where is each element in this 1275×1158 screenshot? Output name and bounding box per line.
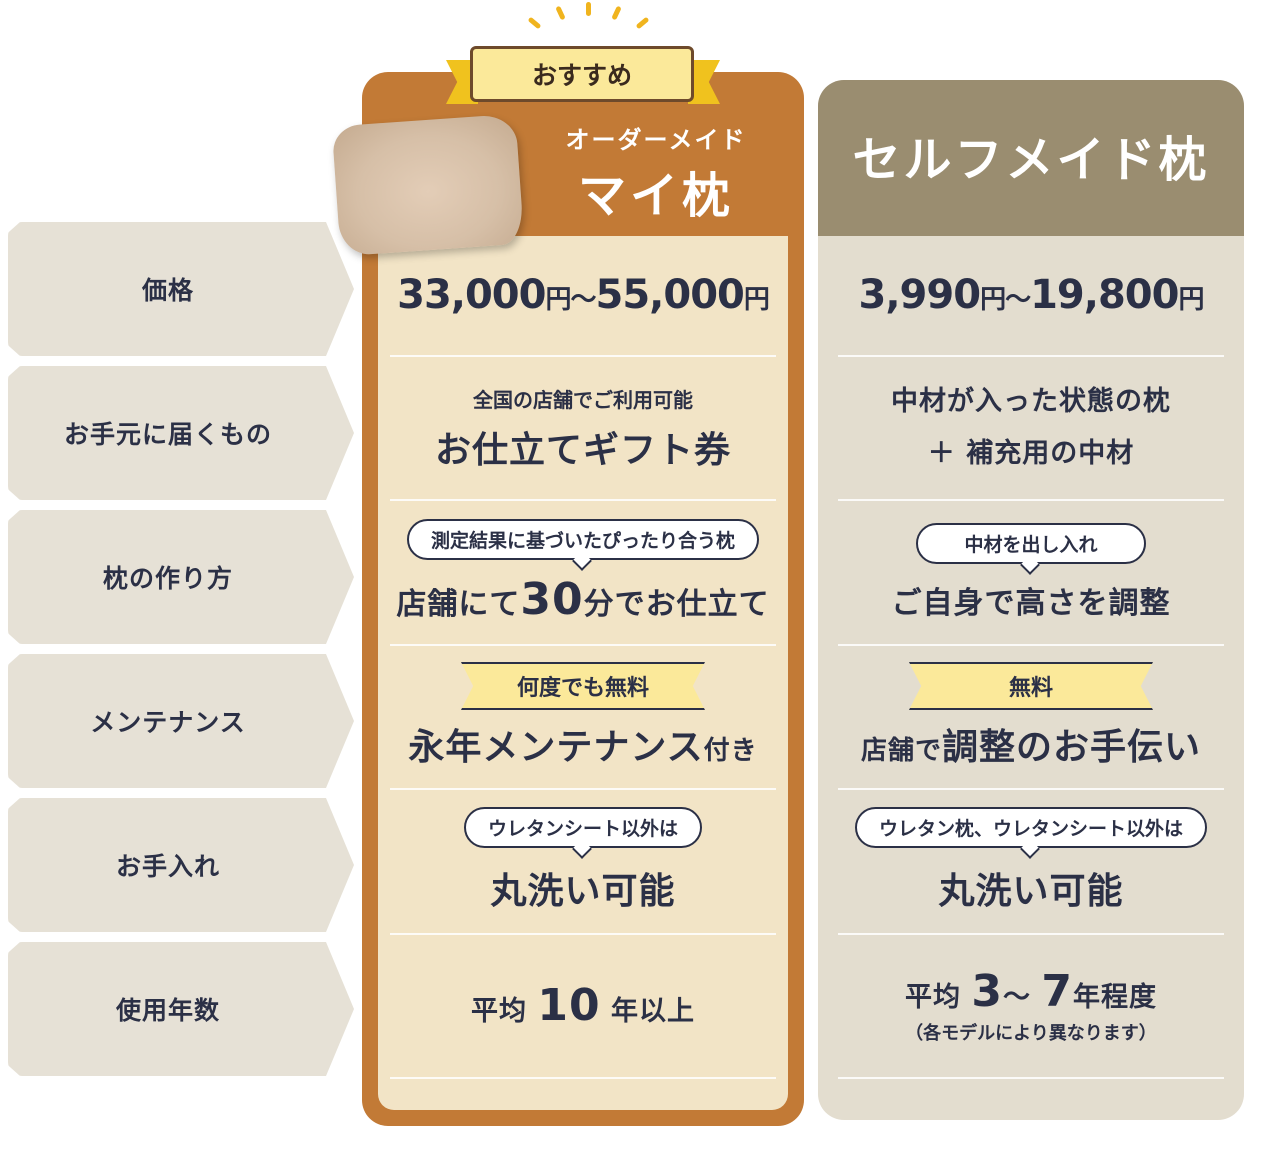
- row-divider: [390, 788, 776, 790]
- self-making-bubble: 中材を出し入れ: [916, 522, 1146, 564]
- sparkle-ray-icon: [586, 2, 591, 16]
- self-delivered-cell: 中材が入った状態の枕 ＋ 補充用の中材: [826, 358, 1236, 498]
- self-years-note: （各モデルにより異なります）: [905, 1022, 1157, 1044]
- row-label-text: 枕の作り方: [102, 564, 233, 593]
- order-delivered: お仕立てギフト券: [434, 429, 731, 471]
- row-label-years: 使用年数: [8, 942, 354, 1076]
- pillow-image: [331, 113, 525, 257]
- self-care: 丸洗い可能: [938, 870, 1124, 912]
- sparkle-ray-icon: [555, 5, 566, 21]
- order-price: 33,000円～55,000円: [397, 272, 770, 318]
- order-delivered-cell: 全国の店舗でご利用可能 お仕立てギフト券: [378, 358, 788, 498]
- self-price-cell: 3,990円～19,800円: [826, 236, 1236, 354]
- order-years-cell: 平均 10 年以上: [378, 935, 788, 1075]
- row-divider: [390, 499, 776, 501]
- self-made-header: セルフメイド枕: [818, 80, 1244, 236]
- self-maint: 店舗で調整のお手伝い: [860, 727, 1202, 768]
- row-divider: [838, 788, 1224, 790]
- sparkle-ray-icon: [635, 16, 650, 30]
- row-divider: [838, 355, 1224, 357]
- self-made-column: セルフメイド枕: [818, 80, 1244, 1120]
- row-label-delivered: お手元に届くもの: [8, 366, 354, 500]
- row-label-text: メンテナンス: [90, 708, 246, 737]
- order-price-cell: 33,000円～55,000円: [378, 236, 788, 354]
- order-years: 平均 10 年以上: [470, 979, 696, 1031]
- self-years-cell: 平均 3～ 7年程度 （各モデルにより異なります）: [826, 935, 1236, 1075]
- self-price: 3,990円～19,800円: [858, 272, 1205, 318]
- row-label-maintenance: メンテナンス: [8, 654, 354, 788]
- self-years: 平均 3～ 7年程度: [904, 965, 1158, 1017]
- order-making-cell: 測定結果に基づいたぴったり合う枕 店舗にて30分でお仕立て: [378, 502, 788, 642]
- self-making-cell: 中材を出し入れ ご自身で高さを調整: [826, 502, 1236, 642]
- row-divider: [390, 644, 776, 646]
- row-divider: [838, 499, 1224, 501]
- order-care-bubble: ウレタンシート以外は: [463, 806, 702, 848]
- order-made-title: マイ枕: [577, 168, 734, 224]
- self-maint-cell: 無料 店舗で調整のお手伝い: [826, 646, 1236, 786]
- order-made-subtitle: オーダーメイド: [565, 126, 747, 154]
- order-care-cell: ウレタンシート以外は 丸洗い可能: [378, 790, 788, 930]
- self-made-title: セルフメイド枕: [852, 132, 1210, 188]
- order-delivered-note: 全国の店舗でご利用可能: [473, 387, 693, 412]
- row-divider: [838, 1077, 1224, 1079]
- row-label-text: お手入れ: [115, 852, 220, 881]
- self-making: ご自身で高さを調整: [891, 585, 1171, 621]
- row-label-price: 価格: [8, 222, 354, 356]
- row-label-text: 使用年数: [115, 996, 220, 1025]
- row-label-text: 価格: [141, 276, 194, 305]
- order-making-bubble: 測定結果に基づいたぴったり合う枕: [406, 519, 759, 560]
- self-delivered-line1: 中材が入った状態の枕: [891, 386, 1171, 417]
- order-making: 店舗にて30分でお仕立て: [396, 574, 770, 625]
- recommend-badge: おすすめ: [470, 46, 694, 102]
- row-label-text: お手元に届くもの: [63, 420, 272, 449]
- order-maint-tag: 何度でも無料: [460, 662, 705, 710]
- self-care-cell: ウレタン枕、ウレタンシート以外は 丸洗い可能: [826, 790, 1236, 930]
- row-divider: [390, 355, 776, 357]
- row-label-making: 枕の作り方: [8, 510, 354, 644]
- self-delivered-line2: ＋ 補充用の中材: [927, 438, 1135, 469]
- sparkle-ray-icon: [527, 16, 542, 30]
- row-divider: [390, 1077, 776, 1079]
- self-care-bubble: ウレタン枕、ウレタンシート以外は: [854, 806, 1207, 848]
- row-label-care: お手入れ: [8, 798, 354, 932]
- row-divider: [838, 644, 1224, 646]
- self-maint-tag: 無料: [908, 662, 1153, 710]
- order-maint: 永年メンテナンス付き: [408, 727, 758, 768]
- row-divider: [390, 933, 776, 935]
- order-care: 丸洗い可能: [490, 870, 676, 912]
- sparkle-ray-icon: [611, 5, 622, 21]
- order-maint-cell: 何度でも無料 永年メンテナンス付き: [378, 646, 788, 786]
- row-divider: [838, 933, 1224, 935]
